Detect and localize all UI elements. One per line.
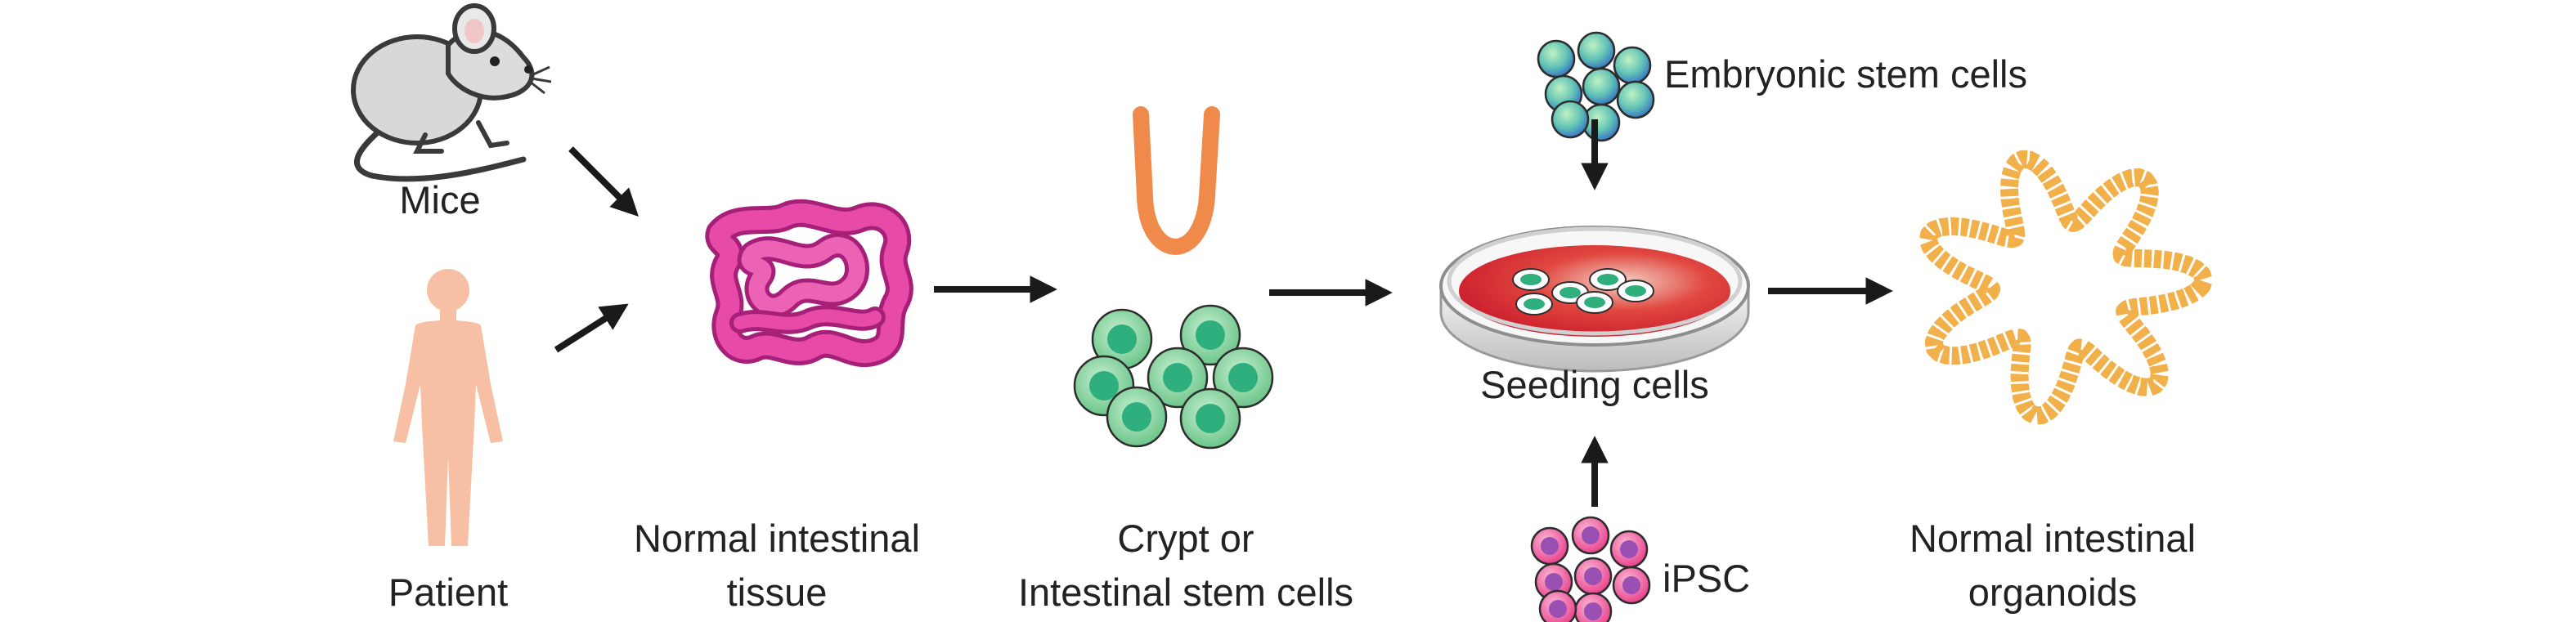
ipsc-cell	[1573, 592, 1613, 622]
ipsc-cell	[1571, 516, 1610, 555]
ipsc-cell	[1573, 557, 1613, 596]
embryonic-stem-cell	[1577, 31, 1616, 70]
arrow-mice-to-tissue	[568, 146, 640, 217]
ipsc-cell	[1609, 530, 1649, 569]
seeded-cell	[1617, 280, 1654, 302]
seeded-cell	[1515, 293, 1553, 315]
stem-cell	[1212, 347, 1274, 409]
arrows	[554, 119, 1893, 507]
label-mice: Mice	[399, 178, 481, 222]
label-crypt-line2: Intestinal stem cells	[1017, 571, 1354, 614]
label-seeding-cells: Seeding cells	[1480, 363, 1709, 406]
arrow-patient-to-tissue	[554, 303, 629, 353]
stem-cell	[1179, 304, 1241, 366]
ipsc-cell	[1538, 589, 1577, 622]
intestinal-stem-cell-cluster	[1073, 304, 1274, 450]
label-tissue-line1: Normal intestinal	[633, 517, 921, 560]
label-normal-intestinal-organoids: Normal intestinal organoids	[1873, 512, 2233, 620]
patient-silhouette	[393, 269, 503, 546]
label-organoids-line1: Normal intestinal	[1909, 517, 2197, 560]
stem-cell	[1179, 387, 1241, 450]
label-ipsc: iPSC	[1663, 557, 1751, 600]
label-organoids-line2: organoids	[1968, 571, 2138, 614]
seeded-cell	[1576, 291, 1613, 314]
ipsc-cell	[1612, 566, 1651, 605]
seeded-cell	[1512, 268, 1550, 291]
label-crypt-line1: Crypt or	[1117, 517, 1254, 560]
stem-cell	[1147, 347, 1209, 409]
embryonic-stem-cell-cluster	[1537, 31, 1655, 142]
embryonic-stem-cell	[1537, 39, 1576, 78]
embryonic-stem-cell	[1613, 46, 1652, 85]
intestinal-organoid-illustration	[1919, 150, 2213, 425]
embryonic-stem-cell	[1582, 67, 1621, 106]
label-tissue-line2: tissue	[726, 571, 828, 614]
label-patient: Patient	[388, 571, 509, 614]
crypt-illustration	[1133, 106, 1220, 255]
label-normal-intestinal-tissue: Normal intestinal tissue	[605, 512, 949, 620]
stem-cell	[1091, 308, 1153, 370]
ipsc-cell	[1530, 526, 1569, 566]
ipsc-cell	[1534, 562, 1573, 602]
stem-cell	[1106, 386, 1168, 448]
label-crypt-or-stem-cells: Crypt or Intestinal stem cells	[998, 512, 1374, 620]
ipsc-cell-cluster	[1530, 516, 1651, 622]
label-embryonic-stem-cells: Embryonic stem cells	[1664, 52, 2027, 96]
mouse-illustration	[351, 3, 552, 182]
seeded-cells	[1512, 268, 1654, 315]
intestinal-tissue-illustration	[705, 199, 913, 367]
embryonic-stem-cell	[1551, 100, 1590, 139]
seeded-cell	[1589, 268, 1627, 291]
embryonic-stem-cell	[1616, 80, 1655, 119]
